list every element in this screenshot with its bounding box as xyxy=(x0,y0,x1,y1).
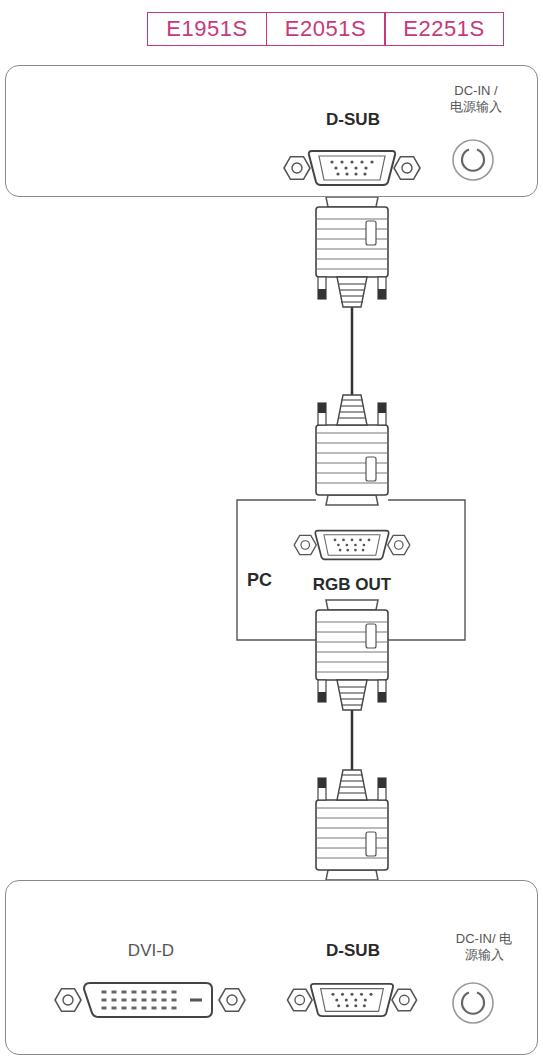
power-jack xyxy=(453,983,493,1023)
rgb-out-port xyxy=(294,531,410,560)
dvi-pin xyxy=(162,991,167,994)
illustration-part xyxy=(102,991,177,1010)
dvi-pin xyxy=(132,1007,137,1010)
dvi-pin xyxy=(142,991,147,994)
dvi-pin xyxy=(152,999,157,1002)
monitor-back-panel: DVI-D D-SUB DC-IN/ 电源输入 xyxy=(5,880,538,1055)
dvi-pin xyxy=(152,1007,157,1010)
model-number: E2251S xyxy=(403,16,484,42)
illustration-part xyxy=(55,989,81,1012)
dvi-d-port xyxy=(55,983,245,1017)
dvi-pin xyxy=(162,1007,167,1010)
dvi-pin xyxy=(112,999,117,1002)
dvi-pin xyxy=(102,991,107,994)
dvi-pin xyxy=(112,1007,117,1010)
illustration-part xyxy=(237,500,316,640)
device-label: PC xyxy=(247,570,272,591)
dvi-pin xyxy=(122,1007,127,1010)
dvi-pin xyxy=(112,991,117,994)
monitor-d-sub-port xyxy=(287,984,416,1016)
model-label-box: E2051S xyxy=(266,12,386,46)
model-label-box: E1951S xyxy=(147,12,267,46)
model-number: E1951S xyxy=(166,16,247,42)
vga-plug xyxy=(316,197,388,307)
port-label: D-SUB xyxy=(326,110,380,130)
dvi-pin xyxy=(172,991,177,994)
dvi-pin xyxy=(122,999,127,1002)
pc-port-group: PC RGB OUT xyxy=(237,500,465,640)
dvi-pin xyxy=(142,999,147,1002)
port-label: DVI-D xyxy=(128,941,174,961)
power-jack xyxy=(453,140,493,180)
vga-plug xyxy=(316,600,388,710)
illustration-part xyxy=(388,500,465,640)
dvi-pin xyxy=(162,999,167,1002)
dvi-pin xyxy=(132,999,137,1002)
power-input-label: DC-IN / 电源输入 xyxy=(447,83,506,116)
port-label: D-SUB xyxy=(326,941,380,961)
illustration-part xyxy=(190,999,202,1002)
dvi-pin xyxy=(122,991,127,994)
model-label-box: E2251S xyxy=(384,12,504,46)
illustration-part xyxy=(219,989,245,1012)
port-label: RGB OUT xyxy=(313,575,391,595)
monitor-d-sub-port xyxy=(284,151,420,185)
dvi-pin xyxy=(172,1007,177,1010)
illustration-part xyxy=(84,983,212,1017)
power-input-label: DC-IN/ 电源输入 xyxy=(455,931,514,964)
dvi-pin xyxy=(172,999,177,1002)
dvi-pin xyxy=(102,999,107,1002)
dvi-pin xyxy=(142,1007,147,1010)
model-number: E2051S xyxy=(285,16,366,42)
dvi-pin xyxy=(152,991,157,994)
monitor-back-panel: D-SUB DC-IN / 电源输入 xyxy=(5,65,538,197)
vga-plug xyxy=(316,770,388,880)
dvi-pin xyxy=(102,1007,107,1010)
dvi-pin xyxy=(132,991,137,994)
vga-plug xyxy=(316,395,388,505)
